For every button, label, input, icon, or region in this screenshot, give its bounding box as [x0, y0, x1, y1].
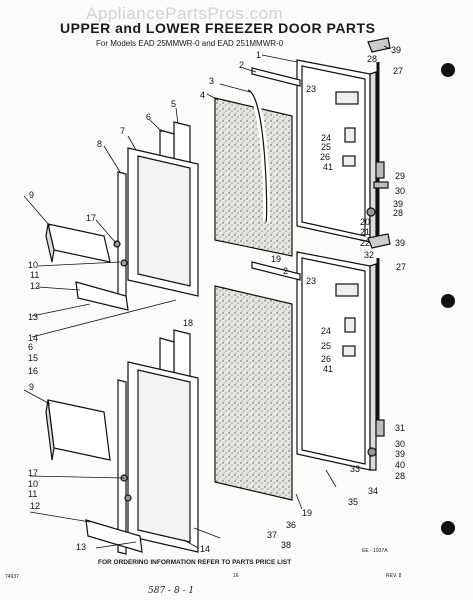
lower-top-channel	[251, 261, 301, 281]
callout: 23	[306, 84, 316, 94]
callout: 11	[28, 489, 37, 499]
callout: 41	[323, 162, 333, 172]
ordering-note: FOR ORDERING INFORMATION REFER TO PARTS …	[98, 559, 292, 566]
callout: 30	[395, 439, 405, 449]
callout: 17	[86, 213, 96, 223]
callout: 22	[360, 238, 370, 248]
callout: 34	[368, 486, 378, 496]
revision-label: REV. 8	[386, 573, 402, 579]
callout: 14	[200, 544, 210, 554]
callout: 26	[321, 354, 331, 364]
callout: 2	[239, 60, 244, 70]
callout: 32	[364, 250, 374, 260]
callout: 27	[393, 66, 403, 76]
lower-inner-liner	[127, 361, 199, 553]
callout: 9	[29, 190, 34, 200]
callout: 39	[395, 238, 405, 248]
callout: 36	[286, 520, 296, 530]
callout: 27	[396, 262, 406, 272]
callout: 31	[395, 423, 405, 433]
callout: 6	[146, 112, 151, 122]
callout: 3	[209, 76, 214, 86]
callout: 37	[267, 530, 277, 540]
callout: 24	[321, 133, 331, 143]
callout: 39	[391, 45, 401, 55]
handwritten-note: 587 - 8 - 1	[148, 586, 195, 596]
callout: 33	[350, 464, 360, 474]
callout: 7	[120, 126, 125, 136]
lower-hinge-bracket	[367, 233, 391, 249]
callout: 35	[348, 497, 358, 507]
binder-hole	[441, 294, 455, 308]
upper-hinge-bracket	[367, 37, 391, 53]
callout: 38	[281, 540, 291, 550]
callout: 39	[395, 449, 405, 459]
upper-foam-insulation	[214, 97, 293, 257]
callout: 15	[28, 353, 38, 363]
callout: 6	[28, 342, 33, 352]
lower-door-shelf	[47, 399, 111, 461]
binder-hole	[441, 521, 455, 535]
upper-handle-bracket	[335, 91, 359, 105]
callout: 28	[395, 471, 405, 481]
binder-hole	[441, 63, 455, 77]
upper-top-channel	[251, 67, 301, 87]
drawing-code: EE - 1937A	[362, 548, 388, 554]
callout: 28	[367, 54, 377, 64]
callout: 40	[395, 460, 405, 470]
callout: 41	[323, 364, 333, 374]
upper-outer-door-panel	[296, 59, 377, 243]
callout: 39	[393, 199, 403, 209]
page-title: UPPER and LOWER FREEZER DOOR PARTS	[60, 20, 376, 36]
lower-foam-insulation	[214, 285, 293, 501]
lower-outer-door-panel	[296, 251, 377, 471]
callout: 5	[171, 99, 176, 109]
callout: 13	[28, 312, 38, 322]
callout: 8	[97, 139, 102, 149]
callout: 26	[320, 152, 330, 162]
callout: 10	[28, 260, 38, 270]
callout: 16	[28, 366, 38, 376]
page-number: 16	[233, 573, 239, 579]
callout: 23	[306, 276, 316, 286]
left-note: 74937	[5, 574, 19, 580]
callout: 14	[28, 333, 38, 343]
callout: 20	[360, 217, 370, 227]
callout: 10	[28, 479, 38, 489]
callout: 19	[271, 254, 281, 264]
callout: 30	[395, 186, 405, 196]
callout: 4	[200, 90, 205, 100]
callout: 25	[321, 142, 331, 152]
upper-door-shelf	[47, 223, 111, 263]
upper-inner-liner	[127, 147, 199, 297]
callout: 19	[302, 508, 312, 518]
watermark: AppliancePartsPros.com	[86, 4, 284, 23]
callout: 12	[30, 281, 40, 291]
callout: 13	[76, 542, 86, 552]
callout: 28	[393, 208, 403, 218]
callout: 9	[29, 382, 34, 392]
callout: 25	[321, 341, 331, 351]
callout: 2	[283, 266, 288, 276]
lower-handle-bracket	[335, 283, 359, 297]
callout: 18	[183, 318, 193, 328]
callout: 12	[30, 501, 40, 511]
callout: 21	[360, 227, 370, 237]
callout: 1	[256, 50, 261, 60]
callout-labels: 39 1 27 2 28 3 23 4 5 6 7 8 24 25 26 41 …	[28, 45, 406, 554]
callout: 29	[395, 171, 405, 181]
callout: 11	[30, 270, 39, 280]
callout: 24	[321, 326, 331, 336]
callout: 17	[28, 468, 38, 478]
page-subtitle: For Models EAD 25MMWR-0 and EAD 251MMWR-…	[96, 39, 284, 48]
